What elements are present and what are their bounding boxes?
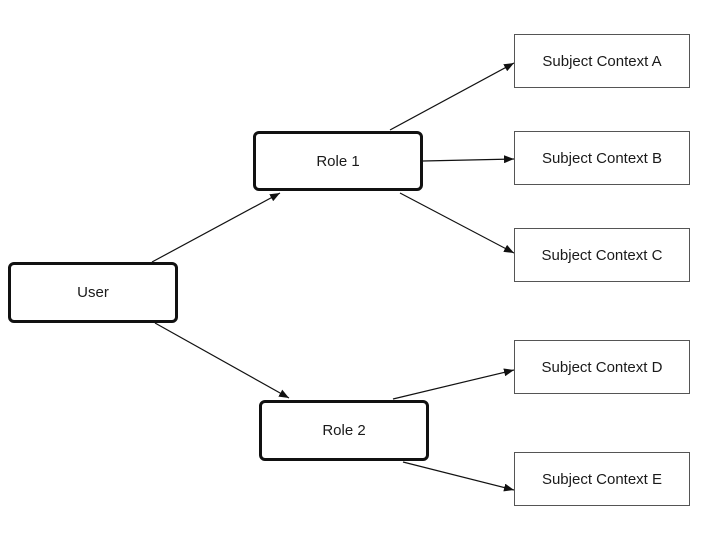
subject-context-a-node[interactable]: Subject Context A [514,34,690,88]
subject-context-c-label: Subject Context C [541,246,663,264]
subject-context-b-node[interactable]: Subject Context B [514,131,690,185]
edge-role1-ctx-b [422,155,515,164]
role-1-label: Role 1 [316,152,360,170]
user-node[interactable]: User [8,262,178,323]
subject-context-e-label: Subject Context E [541,470,663,488]
subject-context-d-label: Subject Context D [541,358,663,376]
role-2-node[interactable]: Role 2 [259,400,429,461]
subject-context-e-node[interactable]: Subject Context E [514,452,690,506]
role-1-node[interactable]: Role 1 [253,131,423,191]
edge-role1-ctx-a [389,62,515,131]
subject-context-a-label: Subject Context A [542,52,662,70]
edge-role2-ctx-e [402,461,515,492]
edge-user-role2 [154,322,290,399]
role-2-label: Role 2 [322,422,366,439]
edge-role1-ctx-c [399,192,515,254]
edge-role2-ctx-d [392,368,515,400]
edge-user-role1 [151,192,281,263]
subject-context-c-node[interactable]: Subject Context C [514,228,690,282]
user-label: User [77,284,109,301]
subject-context-d-node[interactable]: Subject Context D [514,340,690,394]
subject-context-b-label: Subject Context B [541,149,663,167]
